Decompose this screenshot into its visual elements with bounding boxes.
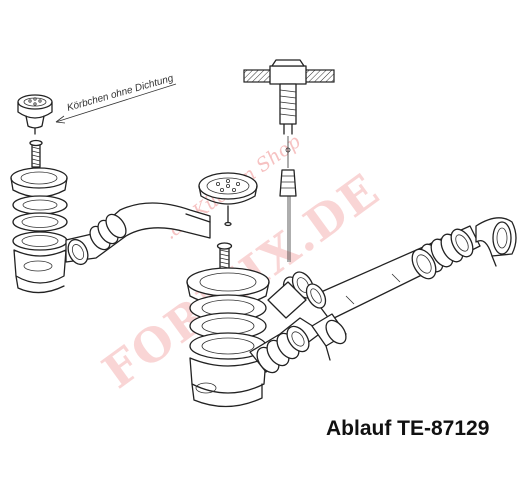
center-screw [216,242,233,273]
basket-note-callout: Körbchen ohne Dichtung [55,73,177,124]
lower-trap-pipe [249,271,347,374]
upper-overflow-pipe [65,202,211,266]
center-basket-strainer [198,172,258,227]
upper-right-coupling [305,248,437,309]
center-drain-stack [186,267,270,408]
basket-note-label: Körbchen ohne Dichtung [66,73,175,114]
left-drain-stack [10,139,68,294]
overflow-control-knob [243,59,335,262]
small-basket-strainer [17,94,53,135]
part-number-caption: Ablauf TE-87129 [326,417,490,440]
